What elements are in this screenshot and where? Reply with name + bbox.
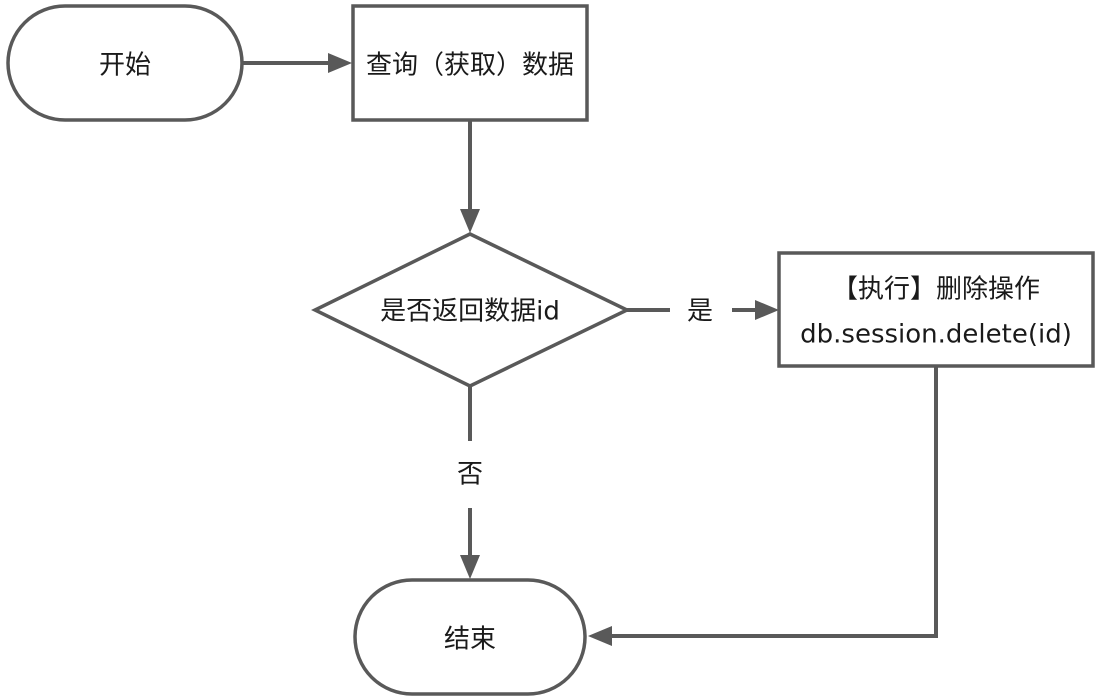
edge-query-to-decision — [460, 120, 480, 233]
query-node-shape — [351, 4, 589, 122]
end-node-shape — [353, 578, 587, 696]
query-node-label: 查询（获取）数据 — [366, 51, 574, 81]
start-node-label: 开始 — [99, 51, 151, 81]
arrowhead-icon — [460, 209, 480, 233]
decision-node-label: 是否返回数据id — [380, 297, 560, 327]
edge-start-to-query — [242, 53, 352, 73]
arrowhead-icon — [328, 53, 352, 73]
edge-delete-to-end — [588, 366, 938, 646]
query-node[interactable]: 查询（获取）数据 — [351, 4, 589, 122]
start-node[interactable]: 开始 — [6, 4, 244, 122]
arrowhead-icon — [460, 555, 480, 579]
edge-no-label: 否 — [457, 460, 483, 490]
end-node-label: 结束 — [444, 625, 496, 655]
edge-delete-to-end-line — [611, 366, 938, 638]
delete-node-label-line1: 【执行】删除操作 — [832, 275, 1040, 305]
arrowhead-icon — [755, 300, 779, 320]
edge-decision-to-delete: 是 — [627, 297, 779, 327]
edge-decision-to-end: 否 — [457, 386, 483, 579]
edge-yes-label: 是 — [687, 297, 713, 327]
delete-node[interactable]: 【执行】删除操作 db.session.delete(id) — [777, 251, 1095, 368]
end-node[interactable]: 结束 — [353, 578, 587, 696]
delete-node-label-line2: db.session.delete(id) — [800, 320, 1072, 350]
decision-node[interactable]: 是否返回数据id — [311, 232, 632, 388]
arrowhead-icon — [588, 626, 612, 646]
